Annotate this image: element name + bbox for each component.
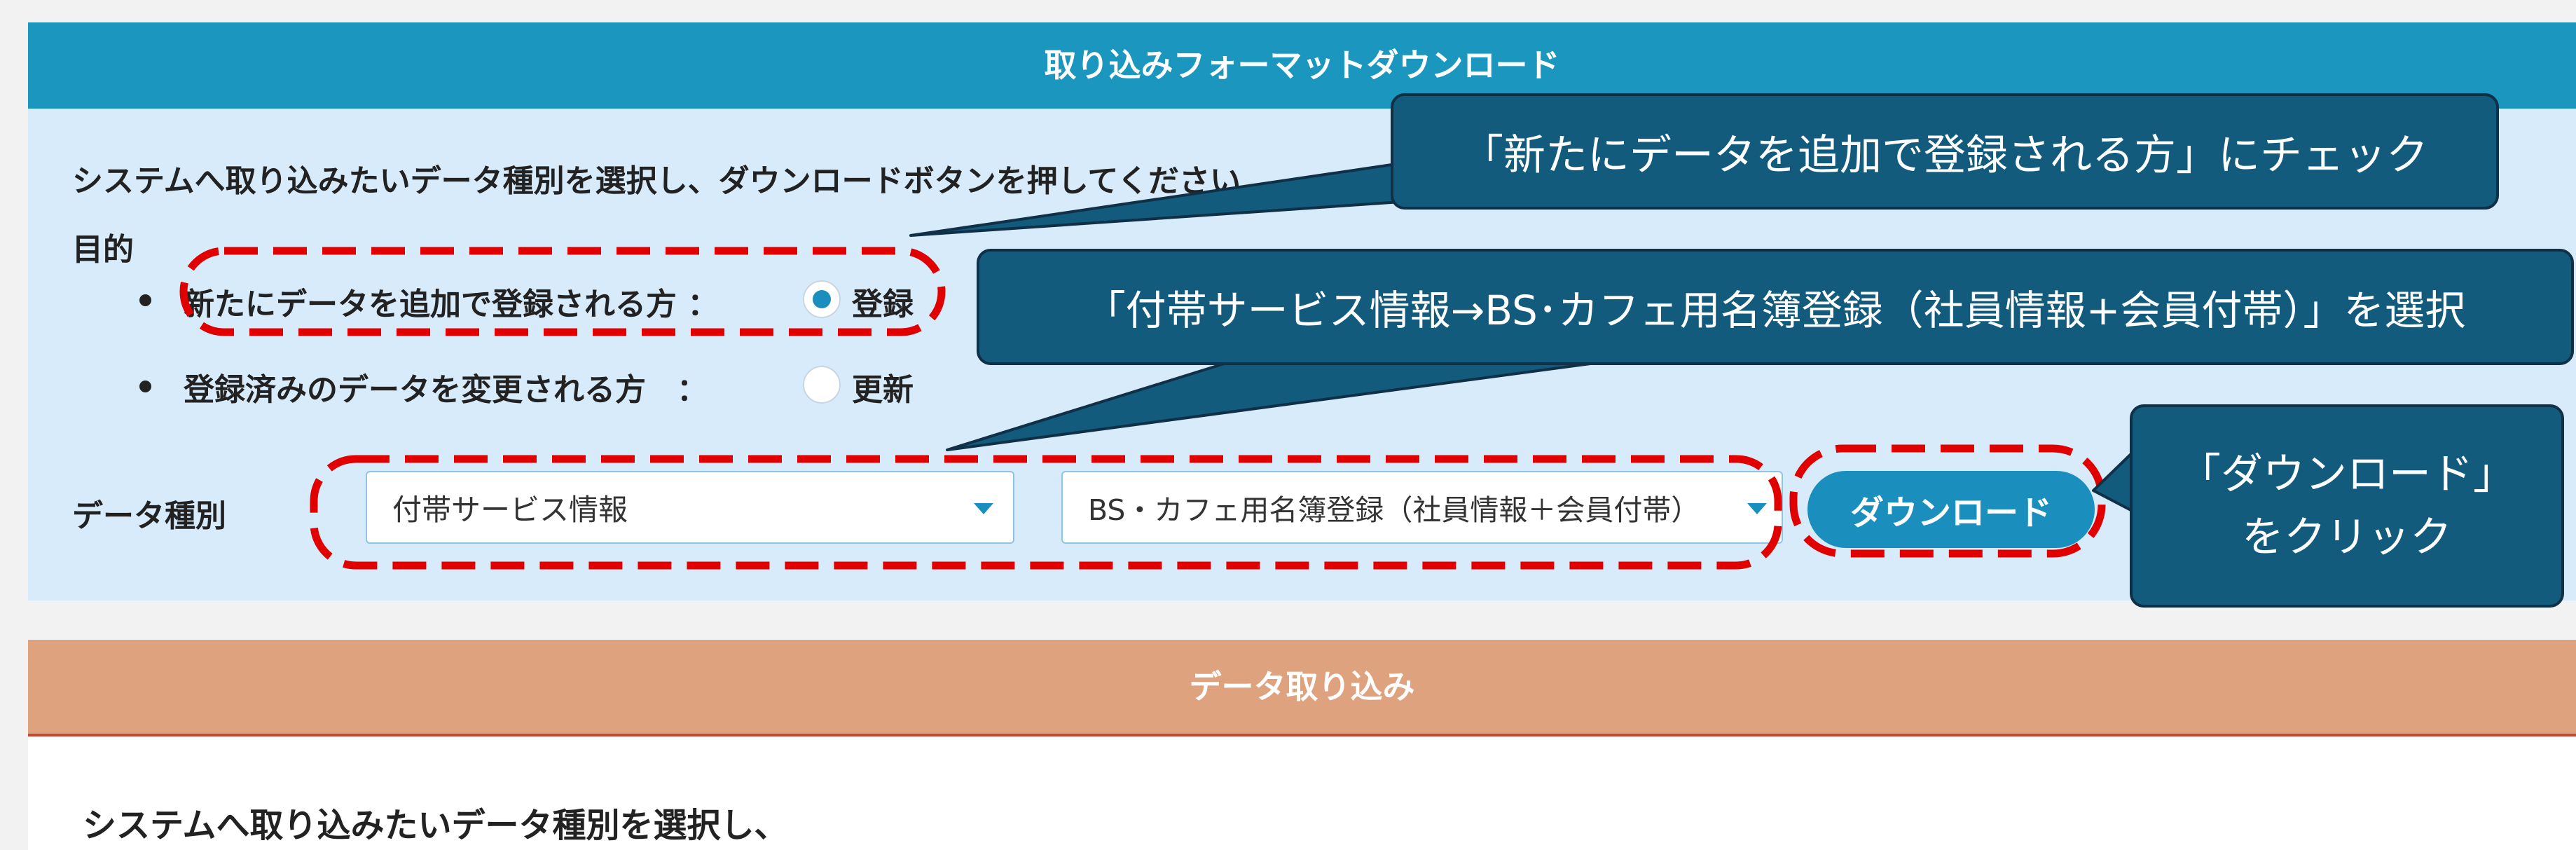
format-type-select[interactable]: BS・カフェ用名簿登録（社員情報＋会員付帯） bbox=[1061, 471, 1783, 544]
bullet bbox=[139, 294, 151, 306]
purpose-label: 目的 bbox=[72, 232, 134, 268]
radio-update-label[interactable]: 更新 bbox=[852, 372, 914, 408]
download-instruction: システムへ取り込みたいデータ種別を選択し、ダウンロードボタンを押してください bbox=[72, 163, 1241, 199]
download-button[interactable]: ダウンロード bbox=[1807, 471, 2095, 548]
data-type-label: データ種別 bbox=[72, 498, 226, 534]
highlight-download-button bbox=[1789, 444, 2106, 558]
bullet bbox=[139, 381, 151, 392]
callout-check-register: 「新たにデータを追加で登録される方」にチェック bbox=[1391, 93, 2499, 210]
format-type-value: BS・カフェ用名簿登録（社員情報＋会員付帯） bbox=[1088, 493, 1700, 527]
import-panel-header: データ取り込み bbox=[28, 640, 2576, 736]
chevron-down-icon bbox=[974, 503, 993, 514]
service-category-select[interactable]: 付帯サービス情報 bbox=[366, 471, 1014, 544]
option-new-text: 新たにデータを追加で登録される方 ： bbox=[184, 287, 719, 322]
highlight-selects bbox=[310, 455, 1782, 570]
radio-register-label[interactable]: 登録 bbox=[852, 287, 914, 322]
download-panel-title: 取り込みフォーマットダウンロード bbox=[1044, 46, 1560, 84]
highlight-register-option bbox=[179, 247, 946, 336]
callout-click-download-line1: 「ダウンロード」 bbox=[2179, 450, 2515, 499]
import-instruction: システムへ取り込みたいデータ種別を選択し、 bbox=[83, 806, 788, 845]
callout-click-download: 「ダウンロード」 をクリック bbox=[2130, 404, 2564, 608]
import-panel-title: データ取り込み bbox=[1189, 668, 1415, 706]
callout-select-format: 「付帯サービス情報→BS･カフェ用名簿登録（社員情報+会員付帯）」を選択 bbox=[977, 249, 2574, 365]
callout-pointer-1 bbox=[909, 162, 1403, 237]
callout-click-download-line2: をクリック bbox=[2242, 513, 2452, 562]
service-category-value: 付帯サービス情報 bbox=[392, 492, 628, 527]
option-update-text: 登録済みのデータを変更される方 ： bbox=[184, 372, 708, 408]
callout-pointer-2 bbox=[946, 359, 1613, 451]
data-import-panel: データ取り込み bbox=[28, 640, 2576, 850]
chevron-down-icon bbox=[1747, 503, 1767, 514]
radio-register[interactable] bbox=[803, 280, 841, 318]
radio-update[interactable] bbox=[803, 366, 841, 404]
